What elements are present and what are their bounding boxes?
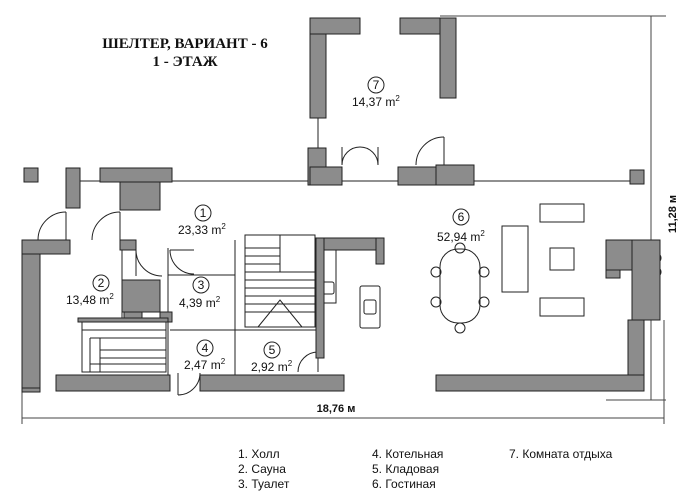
room-area-3: 4,39 m2: [179, 295, 221, 310]
doors: [37, 118, 445, 396]
room-label-6: 6 52,94 m2: [437, 208, 485, 244]
room-area-2: 13,48 m2: [66, 292, 114, 307]
width-dimension: 18,76 м: [317, 403, 356, 415]
plan-title: ШЕЛТЕР, ВАРИАНТ - 6: [102, 36, 268, 52]
legend-item-5: 5. Кладовая: [372, 462, 440, 476]
svg-text:3: 3: [198, 278, 205, 292]
svg-text:7: 7: [373, 78, 380, 92]
room-label-1: 1 23,33 m2: [178, 204, 226, 237]
legend-item-3: 3. Туалет: [238, 477, 290, 491]
room-label-5: 5 2,92 m2: [251, 341, 293, 374]
svg-text:4: 4: [202, 341, 209, 355]
room-label-7: 7 14,37 m2: [352, 76, 400, 109]
legend-item-7: 7. Комната отдыха: [509, 447, 613, 461]
svg-text:1: 1: [200, 206, 207, 220]
svg-text:6: 6: [458, 210, 465, 224]
room-area-7: 14,37 m2: [352, 94, 400, 109]
room-label-2: 2 13,48 m2: [66, 274, 114, 307]
legend-item-2: 2. Сауна: [238, 462, 286, 476]
room-area-1: 23,33 m2: [178, 222, 226, 237]
room-area-4: 2,47 m2: [184, 357, 226, 372]
legend-item-4: 4. Котельная: [372, 447, 444, 461]
svg-text:5: 5: [269, 343, 276, 357]
walls: [21, 17, 661, 393]
room-labels: 1 23,33 m2 2 13,48 m2 3 4,39 m2 4 2,47 m…: [66, 76, 485, 374]
room-area-6: 52,94 m2: [437, 229, 485, 244]
floor-subtitle: 1 - ЭТАЖ: [152, 54, 218, 70]
legend-item-1: 1. Холл: [238, 447, 280, 461]
svg-text:2: 2: [98, 276, 105, 290]
room-area-5: 2,92 m2: [251, 359, 293, 374]
legend-item-6: 6. Гостиная: [372, 477, 436, 491]
dimension-lines: [21, 15, 666, 424]
room-label-3: 3 4,39 m2: [179, 276, 221, 310]
room-label-4: 4 2,47 m2: [184, 339, 226, 372]
height-dimension: 11,28 м: [667, 195, 679, 233]
